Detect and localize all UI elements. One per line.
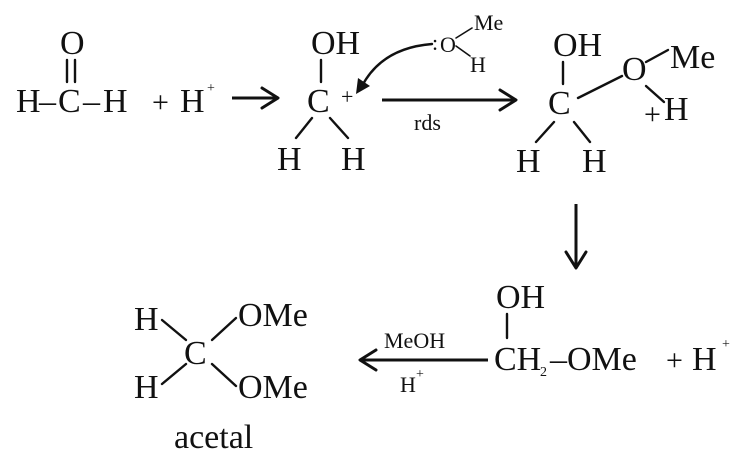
rds-label: rds [414, 110, 441, 135]
hemiacetal-ome: –OMe [549, 341, 637, 378]
acetal-caption: acetal [174, 419, 253, 456]
hemiacetal-ch: CH [494, 341, 541, 378]
carbocation-oh: OH [311, 25, 360, 62]
methanol-o-me-bond [455, 27, 473, 39]
reagent-h: H [400, 372, 416, 397]
methanol-me: Me [474, 10, 503, 35]
formaldehyde-dash-left: – [38, 83, 57, 120]
carbocation-ch-left [294, 116, 314, 140]
reagent-h-charge: + [416, 367, 424, 382]
hemiacetal-plus: + [666, 344, 683, 377]
oxonium-ch-left [534, 120, 556, 144]
oxonium-ch-right [572, 120, 592, 144]
acetal-co-bottom-bond [210, 362, 238, 388]
oxonium-carbon: C [548, 85, 571, 122]
formaldehyde-carbon: C [58, 83, 81, 120]
methanol-oxygen: O [440, 32, 456, 57]
methanol-h: H [470, 52, 486, 77]
acetal-h-top: H [134, 301, 159, 338]
formaldehyde: O H – C – H [16, 25, 128, 120]
oxonium-o-me-bond [644, 48, 670, 64]
arrow-rds: rds [382, 88, 518, 135]
hemiacetal-proton-h: H [692, 341, 717, 378]
oxonium-c-o-bond [576, 74, 624, 100]
oxonium-intermediate: OH C O Me + H H H [516, 27, 715, 180]
carbocation-charge: + [341, 84, 353, 109]
acetal-ch-bottom-bond [160, 362, 188, 386]
proton-reagent: + H + [152, 81, 215, 120]
plus-sign: + [152, 86, 169, 119]
curved-attack-arrow [356, 42, 434, 94]
acetal: H C OMe H OMe acetal [134, 297, 308, 456]
acetal-h-bottom: H [134, 369, 159, 406]
formaldehyde-dash-right: – [82, 83, 101, 120]
oxonium-h-right: H [582, 143, 607, 180]
hemiacetal-proton-charge: + [722, 337, 730, 352]
proton-charge: + [207, 81, 215, 96]
methanol-o-h-bond [455, 45, 471, 57]
acetal-carbon: C [184, 335, 207, 372]
oxonium-h-left: H [516, 143, 541, 180]
oxonium-o-h-bond [644, 84, 666, 104]
arrow-deprotonation [564, 204, 588, 270]
carbocation-carbon: C [307, 83, 330, 120]
proton-h: H [180, 83, 205, 120]
carbocation-h-right: H [341, 141, 366, 178]
oxonium-oxygen: O [622, 51, 647, 88]
formaldehyde-oxygen: O [60, 25, 85, 62]
hemiacetal-oh: OH [496, 279, 545, 316]
hemiacetal: OH CH 2 –OMe + H + [494, 279, 730, 380]
acetal-ome-bottom: OMe [238, 369, 308, 406]
acetal-co-top-bond [210, 316, 238, 342]
carbocation: OH C + H H [277, 25, 366, 178]
oxonium-oh: OH [553, 27, 602, 64]
formaldehyde-h-left: H [16, 83, 41, 120]
methanol-nucleophile: : O Me H [432, 10, 503, 77]
acetal-ome-top: OMe [238, 297, 308, 334]
arrow-acetal-formation: MeOH H + [358, 328, 488, 397]
hemiacetal-subscript: 2 [540, 365, 547, 380]
oxonium-h-on-o: H [664, 91, 689, 128]
carbocation-h-left: H [277, 141, 302, 178]
oxonium-me: Me [670, 39, 715, 76]
lone-pair-dots: : [432, 30, 438, 55]
formaldehyde-h-right: H [103, 83, 128, 120]
acetal-ch-top-bond [160, 318, 188, 342]
carbocation-ch-right [328, 116, 350, 140]
oxonium-charge: + [644, 98, 661, 131]
reagent-meoh: MeOH [384, 328, 445, 353]
arrow-protonation [232, 86, 280, 110]
